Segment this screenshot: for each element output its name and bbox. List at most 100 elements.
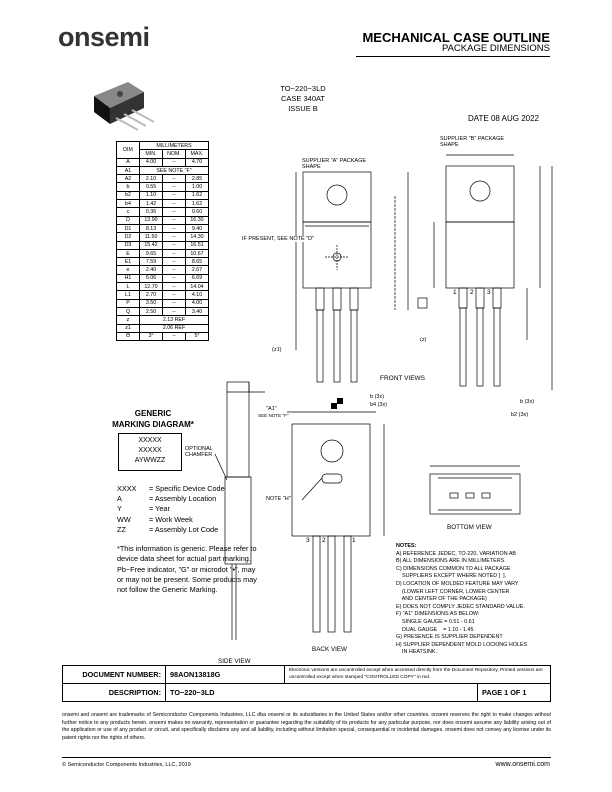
marking-note: *This information is generic. Please ref… bbox=[117, 544, 257, 595]
dimension-cell: A2 bbox=[116, 174, 140, 184]
note-item: E) DOES NOT COMPLY JEDEC STANDARD VALUE. bbox=[396, 603, 525, 610]
legal-disclaimer: onsemi and onsemi are trademarks of Semi… bbox=[62, 712, 551, 741]
front-b-body bbox=[445, 221, 515, 289]
dimension-cell: 8.13 bbox=[139, 223, 163, 234]
dimension-cell: e bbox=[116, 265, 140, 275]
dimension-cell: -- bbox=[162, 248, 186, 259]
dimension-cell: 7.59 bbox=[139, 257, 163, 267]
marking-line-1: XXXXX bbox=[138, 437, 162, 444]
dimension-cell: D2 bbox=[116, 232, 140, 242]
dimension-cell: -- bbox=[162, 207, 186, 217]
dimension-cell: P bbox=[116, 298, 140, 308]
bottom-view-caption: BOTTOM VIEW bbox=[447, 524, 492, 531]
pin-1-back: 1 bbox=[352, 537, 356, 544]
dimension-cell: 1.62 bbox=[185, 199, 209, 209]
dimension-cell: 2.10 bbox=[139, 174, 163, 184]
dimension-cell: -- bbox=[162, 223, 186, 234]
b2-3x-label: b2 (3x) bbox=[511, 412, 529, 418]
pin-3-front: 3 bbox=[487, 289, 491, 296]
a1-label: "A1" bbox=[266, 406, 277, 412]
doc-number-label: DOCUMENT NUMBER: bbox=[62, 665, 166, 684]
legend-row: ZZ = Assembly Lot Code bbox=[117, 525, 227, 535]
document-date: DATE 08 AUG 2022 bbox=[468, 114, 539, 123]
note-item: F) "A1" DIMENSIONS AS BELOW: bbox=[396, 611, 480, 618]
dimension-cell: 2.06 REF bbox=[139, 323, 209, 333]
front-a-mounting-hole bbox=[326, 184, 348, 206]
dimension-cell: 1.62 bbox=[185, 190, 209, 201]
legend-code: A bbox=[117, 494, 122, 504]
note-item: B) ALL DIMENSIONS ARE IN MILLIMETERS. bbox=[396, 558, 506, 565]
dimension-cell: 6.69 bbox=[185, 273, 209, 284]
package-identity: TO−220−3LD CASE 340AT ISSUE B bbox=[268, 84, 338, 114]
notes-title: NOTES: bbox=[396, 543, 417, 549]
marking-title: GENERIC MARKING DIAGRAM* bbox=[103, 408, 203, 430]
legend-meaning: = Assembly Lot Code bbox=[149, 524, 219, 534]
dimension-cell: -- bbox=[162, 199, 186, 209]
document-info-table: DOCUMENT NUMBER: 98AON13818G Electronic … bbox=[62, 665, 551, 702]
pin-2-back: 2 bbox=[322, 537, 326, 544]
dimension-cell: 9.65 bbox=[139, 248, 163, 259]
pin-3-back: 3 bbox=[306, 537, 310, 544]
dimension-cell: 14.04 bbox=[185, 282, 209, 292]
min-header: MIN. bbox=[139, 149, 163, 159]
website-link[interactable]: www.onsemi.com bbox=[495, 761, 550, 768]
nom-header: NOM. bbox=[162, 149, 186, 159]
dimension-cell: -- bbox=[162, 273, 186, 284]
dimension-cell: 6.06 bbox=[139, 273, 163, 284]
dimension-cell: -- bbox=[162, 215, 186, 225]
dimension-cell: D3 bbox=[116, 240, 140, 250]
back-view-mounting-hole bbox=[320, 439, 344, 463]
package-photo bbox=[94, 82, 155, 131]
dimension-cell: b4 bbox=[116, 199, 140, 209]
note-item: H) SUPPLIER DEPENDENT MOLD LOCKING HOLES bbox=[396, 641, 528, 648]
side-view-tab bbox=[226, 381, 250, 478]
dimension-cell: 4.10 bbox=[185, 290, 209, 300]
legend-row: WW= Work Week bbox=[117, 515, 227, 525]
description-label: DESCRIPTION: bbox=[62, 683, 166, 702]
marking-line-3: AYWWZZ bbox=[134, 457, 166, 464]
back-view-body bbox=[291, 423, 371, 537]
supplier-a-label: SUPPLIER "A" PACKAGE SHAPE bbox=[302, 158, 367, 170]
dimension-cell: -- bbox=[162, 182, 186, 192]
footer-rule bbox=[62, 757, 551, 758]
front-b-mounting-hole bbox=[469, 180, 491, 202]
header-rule bbox=[356, 56, 550, 57]
legend-code: ZZ bbox=[117, 524, 126, 534]
dimension-cell: 2.70 bbox=[139, 290, 163, 300]
dimension-cell: A1 bbox=[116, 165, 140, 176]
note-item: SINGLE GAUGE = 0.51 - 0.61 bbox=[396, 618, 475, 625]
note-item: SUPPLIERS EXCEPT WHERE NOTED [ ]. bbox=[396, 573, 507, 580]
repository-note: Electronic versions are uncontrolled exc… bbox=[284, 665, 551, 684]
dimension-cell: 2.40 bbox=[139, 265, 163, 275]
doc-number-value: 98AON13818G bbox=[165, 665, 285, 684]
dimension-cell: -- bbox=[162, 290, 186, 300]
dimension-cell: 3.40 bbox=[185, 306, 209, 317]
dimension-cell: 1.10 bbox=[139, 190, 163, 201]
note-item: D) LOCATION OF MOLDED FEATURE MAY VARY bbox=[396, 580, 519, 587]
front-b-tab bbox=[445, 165, 515, 223]
dimension-cell: 10.67 bbox=[185, 248, 209, 259]
dimension-cell: D1 bbox=[116, 223, 140, 234]
dimension-cell: -- bbox=[162, 174, 186, 184]
front-a-tab bbox=[302, 171, 372, 223]
legend-meaning: = Work Week bbox=[149, 514, 193, 524]
dimension-cell: -- bbox=[162, 240, 186, 250]
b4-3x-label: b4 (3x) bbox=[370, 402, 388, 408]
dimension-cell: 1.00 bbox=[185, 182, 209, 192]
dimension-cell: 2.50 bbox=[139, 306, 163, 317]
dimension-cell: -- bbox=[162, 190, 186, 201]
back-view-caption: BACK VIEW bbox=[312, 646, 347, 653]
z-label: (z) bbox=[420, 337, 427, 343]
dim-header: DIM bbox=[116, 141, 140, 159]
dimension-cell: 3.50 bbox=[139, 298, 163, 308]
